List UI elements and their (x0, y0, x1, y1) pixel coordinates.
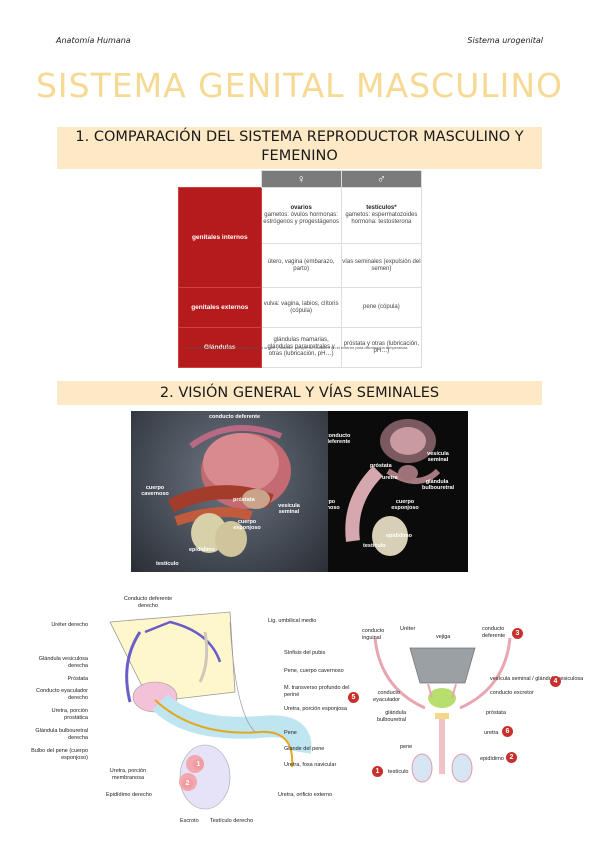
label-corpus-cavernosum-d: Pene, cuerpo cavernoso (284, 668, 344, 674)
label-glans: Glande del pene (284, 746, 325, 752)
badge-3: 3 (512, 628, 523, 639)
label-epididymis-d: Epidídimo derecho (106, 792, 152, 798)
header-right: Sistema urogenital (467, 36, 543, 45)
label-vas-deferens: conducto deferente (209, 414, 261, 420)
diagram-left: Uréter derecho Glándula vesiculosa derec… (30, 592, 360, 828)
label-seminal-vesicle-r: vesícula seminal (427, 451, 449, 463)
label-epididymis: epidídimo (189, 547, 215, 553)
label-penis-d: Pene (284, 730, 297, 736)
label-vas-deferens-d: Conducto deferente derecho (123, 596, 173, 609)
label-external-orifice: Uretra, orificio externo (278, 792, 333, 798)
render-right-illustration (345, 419, 441, 556)
section-2-heading: 2. VISIÓN GENERAL Y VÍAS SEMINALES (57, 381, 542, 405)
label-prostate-r: próstata (370, 463, 392, 469)
render-left-illustration (167, 425, 291, 557)
label-seminal-gland-s: vesícula seminal / glándula vesiculosa (490, 676, 584, 682)
label-transverse-muscle: M. transverso profundo del periné (284, 685, 350, 698)
badge-2: 2 (506, 752, 517, 763)
badge-1-left: 1 (193, 759, 204, 770)
label-ejaculatory-duct: Conducto eyaculador derecho (36, 688, 88, 701)
diagram-left-illustration (109, 611, 312, 810)
label-urethra-r: uretra (382, 475, 398, 481)
label-testis-s: testículo (388, 769, 409, 775)
cell-text: gametos: óvulos hormonas: estrógenos y p… (263, 212, 339, 225)
cell-title: ovarios (290, 205, 312, 211)
table-footnote: * los testículos son genitales internos … (185, 345, 408, 350)
label-ureter: Uréter derecho (51, 622, 88, 628)
label-ejaculatory-duct-s: conducto eyaculador (373, 690, 400, 703)
cell-male-glands: próstata y otras (lubricación, pH…) (340, 327, 423, 368)
cell-male-internal: testículos*gametos: espermatozoides horm… (340, 187, 423, 244)
cell-female-external: vulva: vagina, labios, clítoris (cópula) (260, 287, 342, 328)
label-testis-d: Testículo derecho (210, 818, 254, 824)
label-seminal-gland: Glándula vesiculosa derecha (38, 656, 88, 669)
label-prostatic-urethra: Uretra, porción prostática (51, 708, 88, 721)
diagram-right-illustration (373, 637, 512, 783)
label-epididymis-r: epidídimo (386, 533, 412, 539)
label-corpus-spongiosum: cuerpo esponjoso (233, 519, 261, 531)
badge-2-left: 2 (182, 778, 193, 789)
badge-1: 1 (372, 766, 383, 777)
section-1-heading: 1. COMPARACIÓN DEL SISTEMA REPRODUCTOR M… (57, 127, 542, 169)
label-testis-r: testículo (363, 543, 386, 549)
label-prostate-d: Próstata (67, 676, 88, 682)
label-testis: testículo (156, 561, 179, 567)
label-urethra-s: uretra (484, 730, 499, 736)
cell-text: gametos: espermatozoides hormona: testos… (345, 212, 418, 225)
label-epididymis-s: epidídimo (480, 756, 504, 762)
label-median-ligament: Lig. umbilical medio (268, 618, 317, 624)
diagram-right: conducto inguinal Uréter vejiga conducto… (360, 618, 583, 788)
cell-title: testículos* (366, 205, 397, 211)
cell-male-external: pene (cópula) (340, 287, 423, 328)
table-corner (178, 170, 261, 188)
label-membranous-urethra: Uretra, porción membranosa (109, 768, 147, 781)
label-seminal-vesicle: vesícula seminal (278, 503, 300, 515)
label-navicular-fossa: Uretra, fosa navicular (284, 762, 337, 768)
render-3d-left: conducto deferente cuerpo cavernoso prós… (131, 411, 328, 572)
label-pubic-symphysis: Sínfisis del pubis (284, 650, 326, 656)
female-symbol-icon: ♀ (260, 170, 342, 188)
label-scrotum: Escroto (180, 818, 199, 824)
label-corpus-cavernosum: cuerpo cavernoso (141, 485, 169, 497)
label-spongy-urethra: Uretra, porción esponjosa (284, 706, 347, 712)
label-prostate: próstata (233, 497, 255, 503)
male-symbol-icon: ♂ (340, 170, 423, 188)
row-head-internal: genitales internos (178, 187, 262, 288)
cell-female-internal-2: útero, vagina (embarazo, parto) (260, 243, 342, 288)
label-vas-deferens-s: conducto deferente (482, 626, 506, 639)
label-penis-s: pene (400, 744, 413, 750)
label-excretory-duct: conducto excretor (490, 690, 534, 696)
label-penis-bulb: Bulbo del pene (cuerpo esponjoso) (31, 748, 88, 761)
label-vas-deferens-r: conducto deferente (328, 433, 351, 445)
label-corpus-spongiosum-r: cuerpo esponjoso (391, 499, 419, 511)
badge-5: 5 (348, 692, 359, 703)
label-bulbourethral-s: glándula bulbouretral (376, 710, 406, 723)
label-prostate-s: próstata (486, 710, 506, 716)
render-3d-right: conducto deferente vesícula seminal prós… (328, 411, 468, 572)
cell-male-internal-2: vías seminales (expulsión del semen) (340, 243, 423, 288)
badge-6: 6 (502, 726, 513, 737)
label-bulbourethral-gland: Glándula bulbouretral derecha (35, 728, 88, 741)
label-bladder: vejiga (436, 634, 451, 640)
label-ureter-r: Uréter (400, 626, 416, 632)
label-inguinal-canal: conducto inguinal (362, 628, 385, 641)
header-left: Anatomía Humana (56, 36, 131, 45)
row-head-glands: Glándulas (178, 327, 262, 368)
label-corpus-cavernosum-r: cuerpo cavernoso (328, 499, 340, 511)
label-bulbourethral-r: glándula bulbouretral (422, 479, 455, 491)
badge-4: 4 (550, 676, 561, 687)
row-head-external: genitales externos (178, 287, 262, 328)
page-title: SISTEMA GENITAL MASCULINO (35, 66, 564, 105)
